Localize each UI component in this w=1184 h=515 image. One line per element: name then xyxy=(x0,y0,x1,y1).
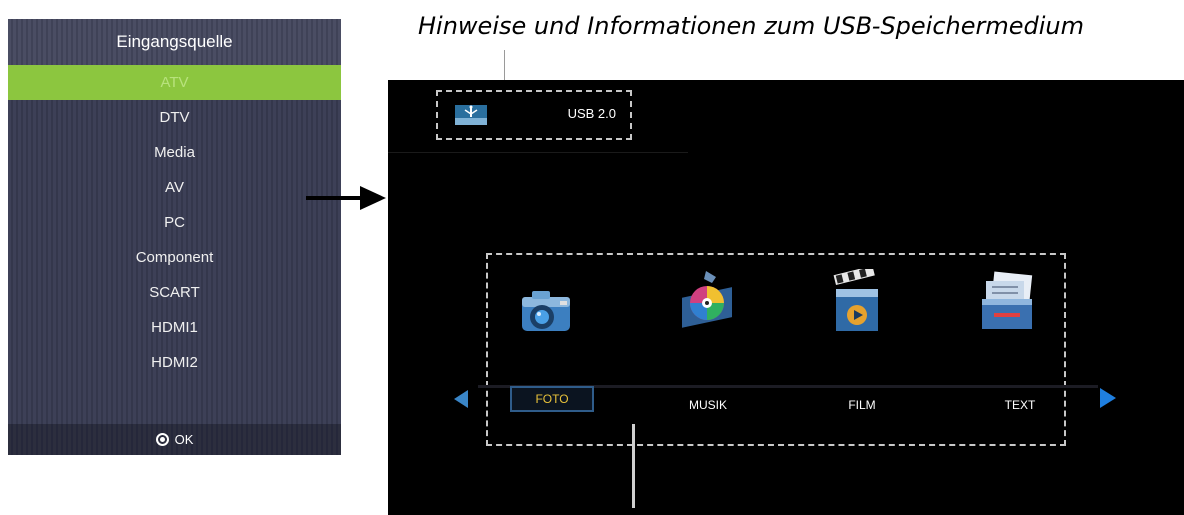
header-divider xyxy=(388,152,688,153)
source-item-atv[interactable]: ATV xyxy=(8,65,341,100)
connector-arrow-line xyxy=(306,196,362,200)
media-tab-musik[interactable]: MUSIK xyxy=(688,398,727,412)
camera-icon[interactable] xyxy=(518,283,576,337)
input-source-menu: Eingangsquelle ATV DTV Media AV PC Compo… xyxy=(8,19,341,455)
ok-button-icon xyxy=(155,433,169,446)
source-item-av[interactable]: AV xyxy=(165,179,184,196)
clapperboard-icon[interactable] xyxy=(828,269,886,337)
usb-device-label: USB 2.0 xyxy=(567,106,616,121)
connector-arrow-head-icon xyxy=(360,186,386,210)
media-tab-film[interactable]: FILM xyxy=(848,398,876,412)
input-source-list: ATV DTV Media AV PC Component SCART HDMI… xyxy=(8,65,341,380)
input-source-title: Eingangsquelle xyxy=(8,19,341,65)
nav-left-arrow-icon[interactable] xyxy=(454,390,468,408)
media-categories-box xyxy=(486,253,1066,446)
usb-drive-icon xyxy=(455,105,487,125)
source-item-media[interactable]: Media xyxy=(154,144,195,161)
media-tab-foto[interactable]: FOTO xyxy=(510,386,594,412)
document-icon[interactable] xyxy=(978,269,1040,337)
media-selection-rail xyxy=(478,385,1098,388)
tv-media-screen: USB 2.0 xyxy=(388,80,1184,515)
annotation-callout-line xyxy=(504,50,505,88)
usb-info-annotation: Hinweise und Informationen zum USB-Speic… xyxy=(418,12,1085,40)
input-source-footer[interactable]: OK xyxy=(8,424,341,455)
ok-label: OK xyxy=(174,432,194,447)
usb-device-box[interactable]: USB 2.0 xyxy=(436,90,632,140)
source-item-pc[interactable]: PC xyxy=(164,214,185,231)
source-item-hdmi2[interactable]: HDMI2 xyxy=(151,354,198,371)
media-tab-text[interactable]: TEXT xyxy=(1004,398,1036,412)
source-item-component[interactable]: Component xyxy=(135,249,214,266)
nav-right-arrow-icon[interactable] xyxy=(1100,388,1116,408)
source-item-scart[interactable]: SCART xyxy=(149,284,200,301)
music-disc-icon[interactable] xyxy=(676,269,738,337)
source-item-dtv[interactable]: DTV xyxy=(159,109,190,126)
media-callout-line xyxy=(632,424,635,508)
source-item-hdmi1[interactable]: HDMI1 xyxy=(151,319,198,336)
